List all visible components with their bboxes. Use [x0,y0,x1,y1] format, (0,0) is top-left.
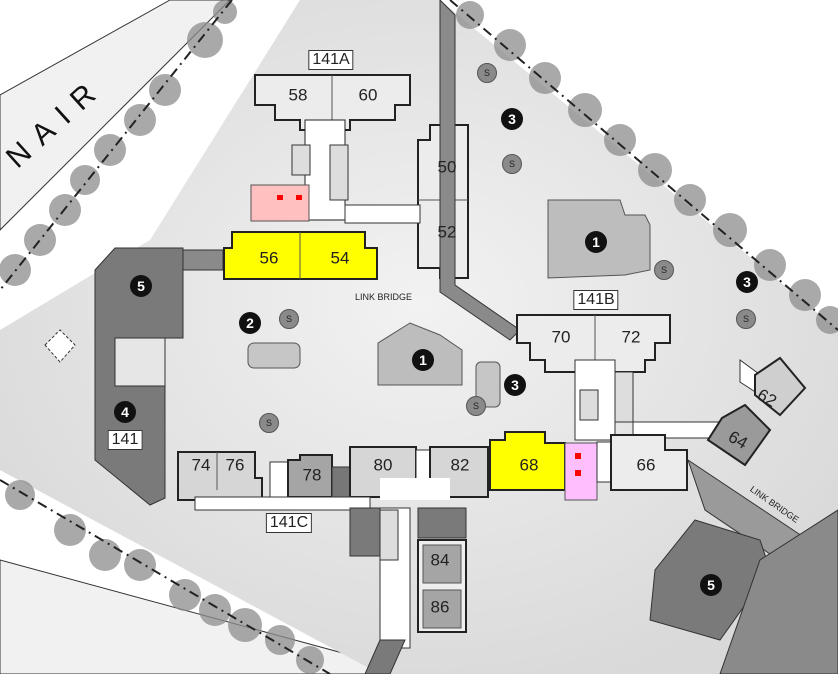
unit-label[interactable]: 84 [430,550,450,570]
facility-marker[interactable]: 1 [585,231,607,253]
stair-141a [291,144,311,176]
unit-68 [489,431,566,491]
unit-label[interactable]: 82 [450,455,470,475]
s-marker: S [477,63,497,83]
s-marker: S [259,413,279,433]
red-marker [296,195,302,200]
building-label-141: 141 [107,430,143,450]
unit-label[interactable]: 68 [519,455,539,475]
red-marker [575,453,581,459]
unit-label[interactable]: 50 [437,157,457,177]
unit-label[interactable]: 66 [636,455,656,475]
unit-label[interactable]: 58 [288,85,308,105]
corridor-141c [194,496,371,511]
unit-label[interactable]: 52 [437,222,457,242]
property-line-s [0,479,331,674]
s-marker: S [654,260,674,280]
facility-marker[interactable]: 3 [736,271,758,293]
unit-label[interactable]: 60 [358,85,378,105]
stair-141b [579,389,599,421]
unit-label[interactable]: 80 [373,455,393,475]
lift-141a [329,144,349,201]
link-bridge-label: LINK BRIDGE [355,292,413,302]
s-marker: S [279,309,299,329]
unit-label[interactable]: 86 [430,597,450,617]
s-marker: S [736,309,756,329]
unit-66 [610,434,688,491]
unit-label[interactable]: 76 [225,455,245,475]
unit-label[interactable]: 54 [330,248,350,268]
facility-marker[interactable]: 3 [501,108,523,130]
s-marker: S [466,396,486,416]
unit-label[interactable]: 78 [302,465,322,485]
amenity-2 [247,342,301,369]
building-label-141a: 141A [308,50,354,70]
stairs-78 [331,466,351,498]
unit-label[interactable]: 72 [621,327,641,347]
facility-marker[interactable]: 1 [412,349,434,371]
s-marker: S [502,154,522,174]
facility-marker[interactable]: 3 [504,374,526,396]
corridor-link-a [344,204,421,224]
building-label-141c: 141C [265,513,313,533]
tree-line-ne [456,1,838,334]
unit-label[interactable]: 70 [551,327,571,347]
unit-label[interactable]: 74 [191,455,211,475]
property-line-nw [0,0,233,291]
amenity-3-south [475,361,501,408]
facility-marker[interactable]: 5 [130,275,152,297]
facility-marker[interactable]: 4 [114,401,136,423]
red-marker [277,195,283,200]
structure-se [719,509,838,674]
block-141b-top [516,314,671,373]
lift-141c [379,509,399,561]
unit-64 [706,403,772,467]
gazebo [44,329,76,363]
unit-label[interactable]: 56 [259,248,279,268]
property-line-ne [449,0,838,331]
unit-pink-141a [250,184,310,222]
unit-62 [754,356,807,417]
road-nair [0,0,231,231]
facility-marker[interactable]: 5 [700,574,722,596]
lift-141b [614,371,634,423]
red-marker [575,470,581,476]
link-west [182,249,224,271]
facility-marker[interactable]: 2 [239,312,261,334]
units-74-76 [177,451,263,501]
building-label-141b: 141B [573,290,619,310]
void-west [114,337,166,387]
tree-line-s [5,480,324,674]
